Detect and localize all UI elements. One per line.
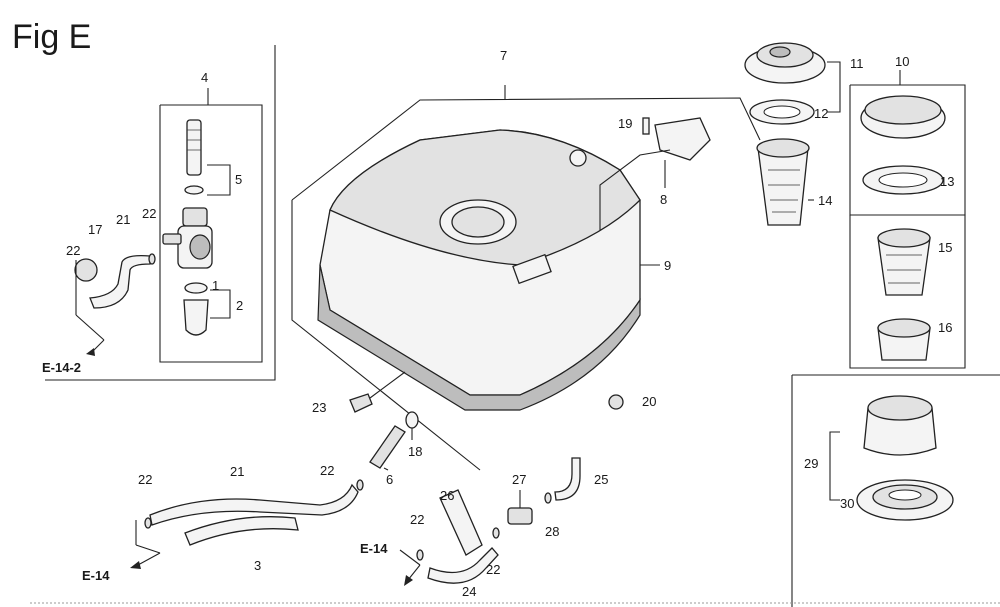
- part-label-19: 19: [618, 116, 632, 131]
- part-20-nut: [608, 394, 624, 410]
- leader-1-2: [210, 289, 231, 319]
- part-26-tube: [439, 489, 483, 556]
- part-1-oring: [184, 282, 208, 294]
- part-8-float: [569, 149, 587, 167]
- part-label-8: 8: [660, 192, 667, 207]
- ref-line-e142: [75, 314, 105, 341]
- caps-group: [744, 42, 1000, 607]
- part-3-hose: [184, 516, 299, 546]
- part-5-washer: [184, 185, 204, 195]
- part-label-2: 2: [236, 298, 243, 313]
- part-22-clamp-f: [492, 527, 500, 539]
- leader-29-30: [829, 431, 840, 501]
- part-8-fuel-gauge: [654, 117, 711, 161]
- part-label-11: 11: [850, 56, 864, 71]
- part-label-30: 30: [840, 496, 854, 511]
- part-22-clamp-d: [144, 517, 152, 529]
- part-label-12: 12: [814, 106, 828, 121]
- leader-5: [207, 164, 231, 196]
- part-label-26: 26: [440, 488, 454, 503]
- part-label-9: 9: [664, 258, 671, 273]
- part-label-22: 22: [320, 463, 334, 478]
- part-label-15: 15: [938, 240, 952, 255]
- part-14-strainer: [757, 147, 809, 226]
- part-label-22: 22: [138, 472, 152, 487]
- part-label-27: 27: [512, 472, 526, 487]
- valve-outlet: [162, 233, 182, 245]
- part-22-clamp-e: [416, 549, 424, 561]
- part-5-bolt: [186, 119, 202, 176]
- part-25-hose: [554, 457, 581, 501]
- optional-frame-b: [849, 214, 966, 369]
- part-23-bolt: [349, 393, 373, 413]
- part-label-21: 21: [230, 464, 244, 479]
- part-label-3: 3: [254, 558, 261, 573]
- part-28-clamp: [544, 492, 552, 504]
- valve-frame: [159, 104, 263, 363]
- part-27-filter: [507, 507, 533, 525]
- part-label-1: 1: [212, 278, 219, 293]
- reference-e-14-2: E-14-2: [42, 360, 81, 375]
- part-label-17: 17: [88, 222, 102, 237]
- part-8-float-arm: [599, 149, 671, 230]
- valve-lever: [189, 234, 211, 260]
- part-label-22: 22: [66, 243, 80, 258]
- hose-group: [130, 457, 581, 586]
- part-label-20: 20: [642, 394, 656, 409]
- tank-lower-flange: [317, 264, 641, 411]
- part-label-14: 14: [818, 193, 832, 208]
- ref-line-e14a: [137, 552, 161, 566]
- ref-line-e14b: [407, 564, 421, 581]
- part-17-clip: [74, 258, 98, 282]
- part-label-13: 13: [940, 174, 954, 189]
- part-19-screw: [642, 117, 650, 135]
- part-label-21: 21: [116, 212, 130, 227]
- part-label-22: 22: [410, 512, 424, 527]
- leader-11-12: [827, 61, 841, 113]
- part-21-hose-long: [149, 483, 359, 526]
- part-label-23: 23: [312, 400, 326, 415]
- reference-labels: E-14-2 E-14 E-14: [42, 360, 388, 583]
- part-2-cup: [183, 299, 209, 336]
- reference-e-14-left: E-14: [82, 568, 110, 583]
- tank-filler-opening: [451, 206, 505, 238]
- figure-title: Fig E: [12, 18, 91, 56]
- part-22-clamp-c: [356, 479, 364, 491]
- part-18-oring: [405, 411, 419, 429]
- part-label-10: 10: [895, 54, 909, 69]
- reference-e-14-right: E-14: [360, 541, 388, 556]
- part-label-22: 22: [142, 206, 156, 221]
- part-24-hose: [427, 547, 499, 584]
- left-border-line: [45, 45, 276, 381]
- tank-gauge-window: [512, 253, 552, 285]
- part-labels: 4 5 22 21 17 22 1 2 7 19 8 9 11 12 14 10…: [66, 48, 954, 599]
- tank-frame-top: [291, 97, 761, 201]
- part-label-25: 25: [594, 472, 608, 487]
- part-label-24: 24: [462, 584, 476, 599]
- part-label-18: 18: [408, 444, 422, 459]
- part-label-28: 28: [545, 524, 559, 539]
- part-21-hose-small: [89, 254, 151, 309]
- part-label-22: 22: [486, 562, 500, 577]
- fuel-tank-group: [291, 85, 761, 471]
- part-6-valve-joint: [369, 425, 406, 469]
- part-label-5: 5: [235, 172, 242, 187]
- fuel-valve-group: [45, 45, 276, 381]
- part-label-16: 16: [938, 320, 952, 335]
- valve-top: [182, 207, 208, 227]
- tank-top-face: [329, 129, 641, 266]
- part-label-7: 7: [500, 48, 507, 63]
- part-22-clamp-a: [148, 253, 156, 265]
- part-label-29: 29: [804, 456, 818, 471]
- part-label-6: 6: [386, 472, 393, 487]
- part-label-4: 4: [201, 70, 208, 85]
